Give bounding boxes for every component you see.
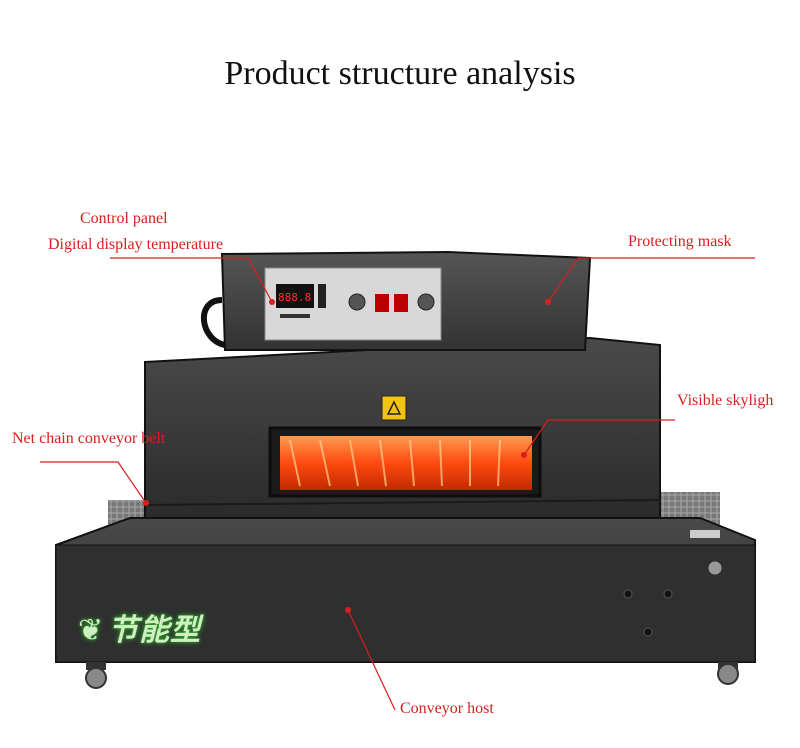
screw-1 xyxy=(707,560,723,576)
leader-net-chain xyxy=(40,461,147,504)
nameplate xyxy=(690,530,720,538)
temperature-display xyxy=(276,284,314,308)
label-digital-display: Digital display temperature xyxy=(48,236,224,253)
indicator-2 xyxy=(394,294,408,312)
page-title: Product structure analysis xyxy=(224,55,576,92)
knob-speed xyxy=(348,293,366,311)
label-net-chain: Net chain conveyor belt xyxy=(12,430,166,447)
warning-sticker xyxy=(381,395,407,421)
display-readout: 888.8 xyxy=(278,291,311,304)
screw-3 xyxy=(663,589,673,599)
knob-temp xyxy=(417,293,435,311)
caster-right xyxy=(717,662,739,685)
screw-2 xyxy=(623,589,633,599)
label-visible-skylight: Visible skyligh xyxy=(677,392,774,409)
screw-4 xyxy=(643,627,653,637)
leader-conveyor-host xyxy=(347,609,396,711)
skylight-glow xyxy=(280,436,532,490)
energy-badge-text: 节能型 xyxy=(108,613,202,648)
leader-protecting-mask xyxy=(547,257,755,303)
label-protecting-mask: Protecting mask xyxy=(628,233,732,250)
caster-left xyxy=(85,662,107,689)
label-control-panel: Control panel xyxy=(80,210,168,227)
indicator-1 xyxy=(375,294,389,312)
leaf-icon: ❦ xyxy=(78,613,105,648)
leader-digital-display xyxy=(110,257,273,303)
energy-saving-badge: ❦节能型 xyxy=(78,605,201,649)
label-conveyor-host: Conveyor host xyxy=(400,700,494,717)
leader-skylight xyxy=(523,419,675,456)
